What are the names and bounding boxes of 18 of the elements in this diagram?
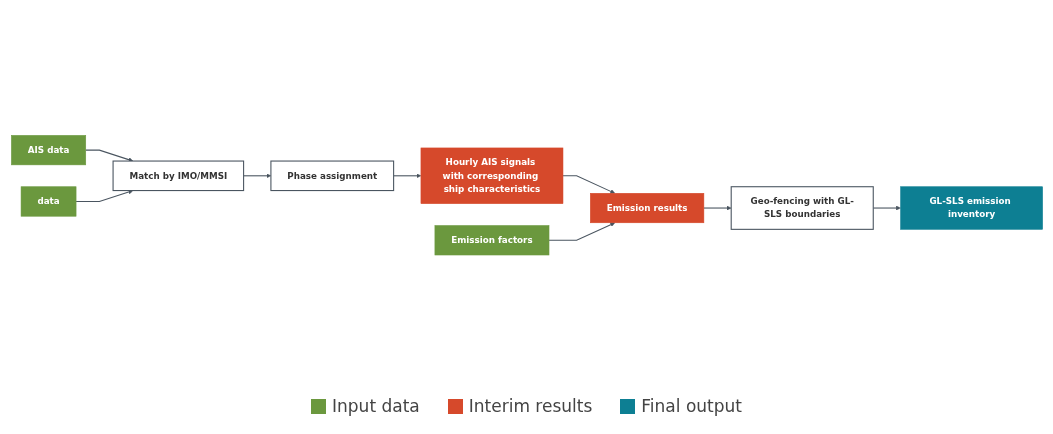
node-box: AIS data [10, 134, 86, 165]
legend-label: Final output [641, 396, 742, 416]
arrow [547, 222, 615, 241]
arrow [702, 205, 731, 211]
node-box: Phase assignment [269, 160, 394, 191]
legend-label: Interim results [468, 396, 593, 416]
node-box: Emission results [589, 192, 704, 223]
arrow [561, 175, 615, 194]
node-box: Hourly AIS signals with corresponding ship characteristics [420, 147, 563, 204]
node-box: Geo-fencing with GL-SLS boundaries [730, 185, 874, 230]
legend-label: Input data [332, 396, 420, 416]
arrow [872, 205, 901, 211]
node-box: GL-SLS emission inventory [899, 186, 1043, 230]
arrow [84, 149, 133, 162]
node-box: data [20, 186, 76, 217]
node-box: Match by IMO/MMSI [112, 160, 244, 191]
arrow [75, 189, 133, 202]
node-box: Emission factors [434, 225, 549, 256]
